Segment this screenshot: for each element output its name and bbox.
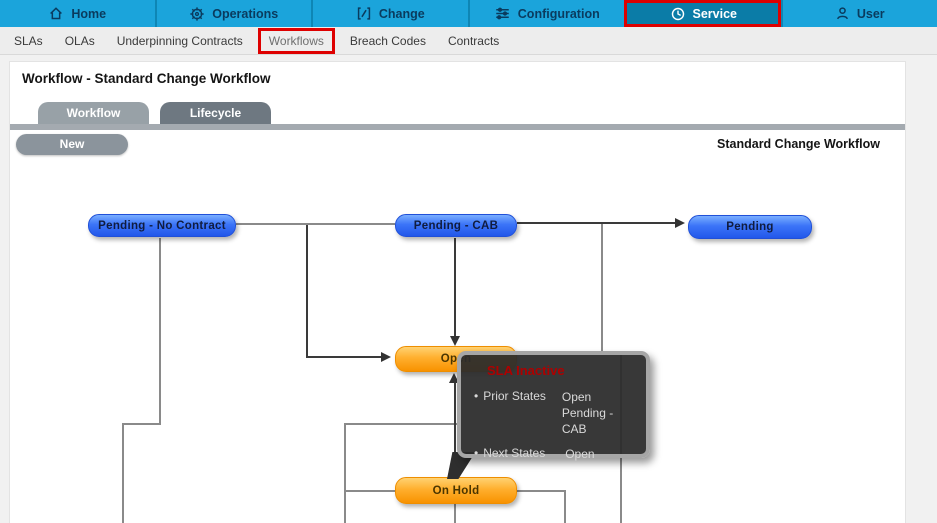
subnav-item-workflows[interactable]: Workflows — [257, 27, 335, 54]
connector-line — [344, 423, 346, 523]
arrowhead — [449, 373, 459, 383]
nav-item-label: Change — [378, 6, 425, 21]
tab-workflow[interactable]: Workflow — [38, 102, 149, 124]
user-icon — [835, 6, 850, 21]
subnav-item-underpinning-contracts[interactable]: Underpinning Contracts — [116, 33, 243, 48]
home-icon — [48, 6, 64, 21]
connector-line — [517, 490, 566, 492]
tooltip-row-value: Open — [565, 447, 595, 461]
top-navigation: Home Operations Change Configuration — [0, 0, 937, 27]
nav-item-change[interactable]: Change — [311, 0, 468, 27]
nav-item-configuration[interactable]: Configuration — [467, 0, 624, 27]
change-icon — [356, 6, 372, 21]
tooltip-row-value: Pending - CAB — [561, 406, 614, 436]
nav-item-label: Service — [692, 6, 737, 21]
tab-lifecycle[interactable]: Lifecycle — [160, 102, 271, 124]
subnav-item-breach-codes[interactable]: Breach Codes — [349, 33, 426, 48]
sla-tooltip: SLA Inactive • Prior States Open Pending… — [457, 351, 650, 461]
arrowhead — [675, 218, 685, 228]
nav-item-operations[interactable]: Operations — [154, 0, 311, 27]
connector-line — [564, 490, 566, 523]
service-icon — [670, 6, 686, 22]
connector-line — [122, 423, 160, 425]
workflow-node-on-hold[interactable]: On Hold — [395, 477, 517, 504]
nav-item-home[interactable]: Home — [0, 0, 155, 27]
connector-line — [454, 238, 456, 336]
tooltip-title: SLA Inactive — [487, 363, 565, 378]
workflow-node-pending[interactable]: Pending — [688, 215, 812, 239]
nav-item-service[interactable]: Service — [624, 0, 781, 27]
bullet-icon: • — [474, 446, 479, 460]
connector-line — [236, 223, 395, 225]
operations-icon — [189, 6, 205, 22]
connector-line — [601, 224, 603, 352]
connector-line — [159, 238, 161, 425]
connector-line — [122, 423, 124, 523]
connector-line — [306, 356, 382, 358]
tooltip-row-value: Open — [561, 390, 592, 404]
connector-line — [306, 225, 308, 357]
subnav-item-slas[interactable]: SLAs — [14, 33, 43, 48]
nav-item-label: User — [856, 6, 885, 21]
configuration-icon — [494, 6, 511, 21]
nav-item-label: Operations — [212, 6, 279, 21]
nav-item-label: Configuration — [517, 6, 600, 21]
tooltip-row-next-states: • Next States Open — [474, 446, 638, 462]
connector-line — [346, 490, 395, 492]
page-title: Workflow - Standard Change Workflow — [22, 71, 271, 86]
tooltip-row-prior-states: • Prior States Open Pending - CAB — [474, 389, 638, 437]
workflow-node-pending-no-contract[interactable]: Pending - No Contract — [88, 214, 236, 237]
connector-line — [454, 504, 456, 523]
nav-item-user[interactable]: User — [780, 0, 937, 27]
nav-item-label: Home — [71, 6, 107, 21]
subnav-item-olas[interactable]: OLAs — [64, 33, 95, 48]
connector-line — [454, 380, 456, 478]
bullet-icon: • — [474, 389, 479, 403]
connector-line — [517, 222, 675, 224]
tooltip-row-label: Next States — [483, 446, 546, 460]
workflow-name-label: Standard Change Workflow — [717, 137, 880, 151]
new-button[interactable]: New — [16, 134, 128, 155]
arrowhead — [450, 336, 460, 346]
service-sub-navigation: SLAs OLAs Underpinning Contracts Workflo… — [0, 27, 937, 55]
subnav-item-contracts[interactable]: Contracts — [447, 33, 500, 48]
tab-divider-bar — [10, 124, 905, 130]
arrowhead — [381, 352, 391, 362]
connector-line — [345, 423, 457, 425]
workflow-node-pending-cab[interactable]: Pending - CAB — [395, 214, 517, 237]
tooltip-row-label: Prior States — [483, 389, 546, 403]
